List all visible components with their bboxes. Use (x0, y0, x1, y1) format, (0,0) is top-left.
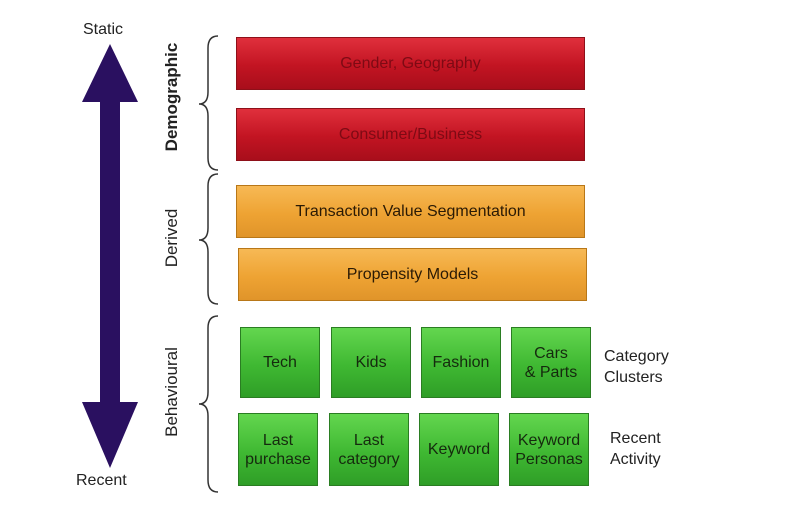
tile-last-purchase-line1: Last (262, 431, 294, 449)
row-label-recent-line1: Recent (610, 430, 661, 447)
tile-last-category-line1: Last (353, 431, 385, 449)
bar-propensity-models: Propensity Models (238, 248, 587, 301)
row-label-category-line1: Category (604, 348, 669, 365)
group-label-demographic: Demographic (162, 42, 181, 152)
bar-consumer-business: Consumer/Business (236, 108, 585, 161)
brace-demographic (198, 35, 219, 171)
tile-fashion: Fashion (421, 327, 501, 398)
tile-keyword-label: Keyword (427, 441, 491, 458)
tile-keyword-personas: Keyword Personas (509, 413, 589, 486)
row-label-recent-activity: Recent Activity (610, 428, 661, 470)
group-braces (198, 35, 219, 493)
arrow-shape (82, 44, 138, 468)
row-label-recent-line2: Activity (610, 451, 661, 468)
tile-keyword: Keyword (419, 413, 499, 486)
tile-last-purchase-line2: purchase (245, 450, 311, 468)
tile-cars-parts-line2: & Parts (524, 363, 578, 381)
tile-cars-parts-line1: Cars (534, 344, 568, 362)
axis-top-label: Static (83, 21, 124, 38)
tile-last-category: Last category (329, 413, 409, 486)
tile-last-category-line2: category (338, 450, 400, 468)
tile-tech-label: Tech (263, 354, 297, 371)
tile-keyword-personas-line1: Keyword (517, 431, 581, 449)
tile-last-purchase: Last purchase (238, 413, 318, 486)
group-label-behavioural: Behavioural (162, 347, 181, 437)
bar-gender-geography: Gender, Geography (236, 37, 585, 90)
tile-cars-parts: Cars & Parts (511, 327, 591, 398)
group-label-derived: Derived (162, 208, 181, 268)
tile-tech: Tech (240, 327, 320, 398)
row-label-category-clusters: Category Clusters (604, 346, 669, 388)
row-label-category-line2: Clusters (604, 369, 663, 386)
tile-keyword-personas-line2: Personas (515, 450, 583, 468)
bar-transaction-value-segmentation: Transaction Value Segmentation (236, 185, 585, 238)
tile-fashion-label: Fashion (432, 354, 490, 371)
static-recent-arrow (82, 44, 138, 468)
brace-behavioural (198, 315, 219, 493)
brace-derived (198, 173, 219, 305)
tile-kids: Kids (331, 327, 411, 398)
tile-kids-label: Kids (355, 354, 387, 371)
axis-bottom-label: Recent (76, 472, 127, 489)
